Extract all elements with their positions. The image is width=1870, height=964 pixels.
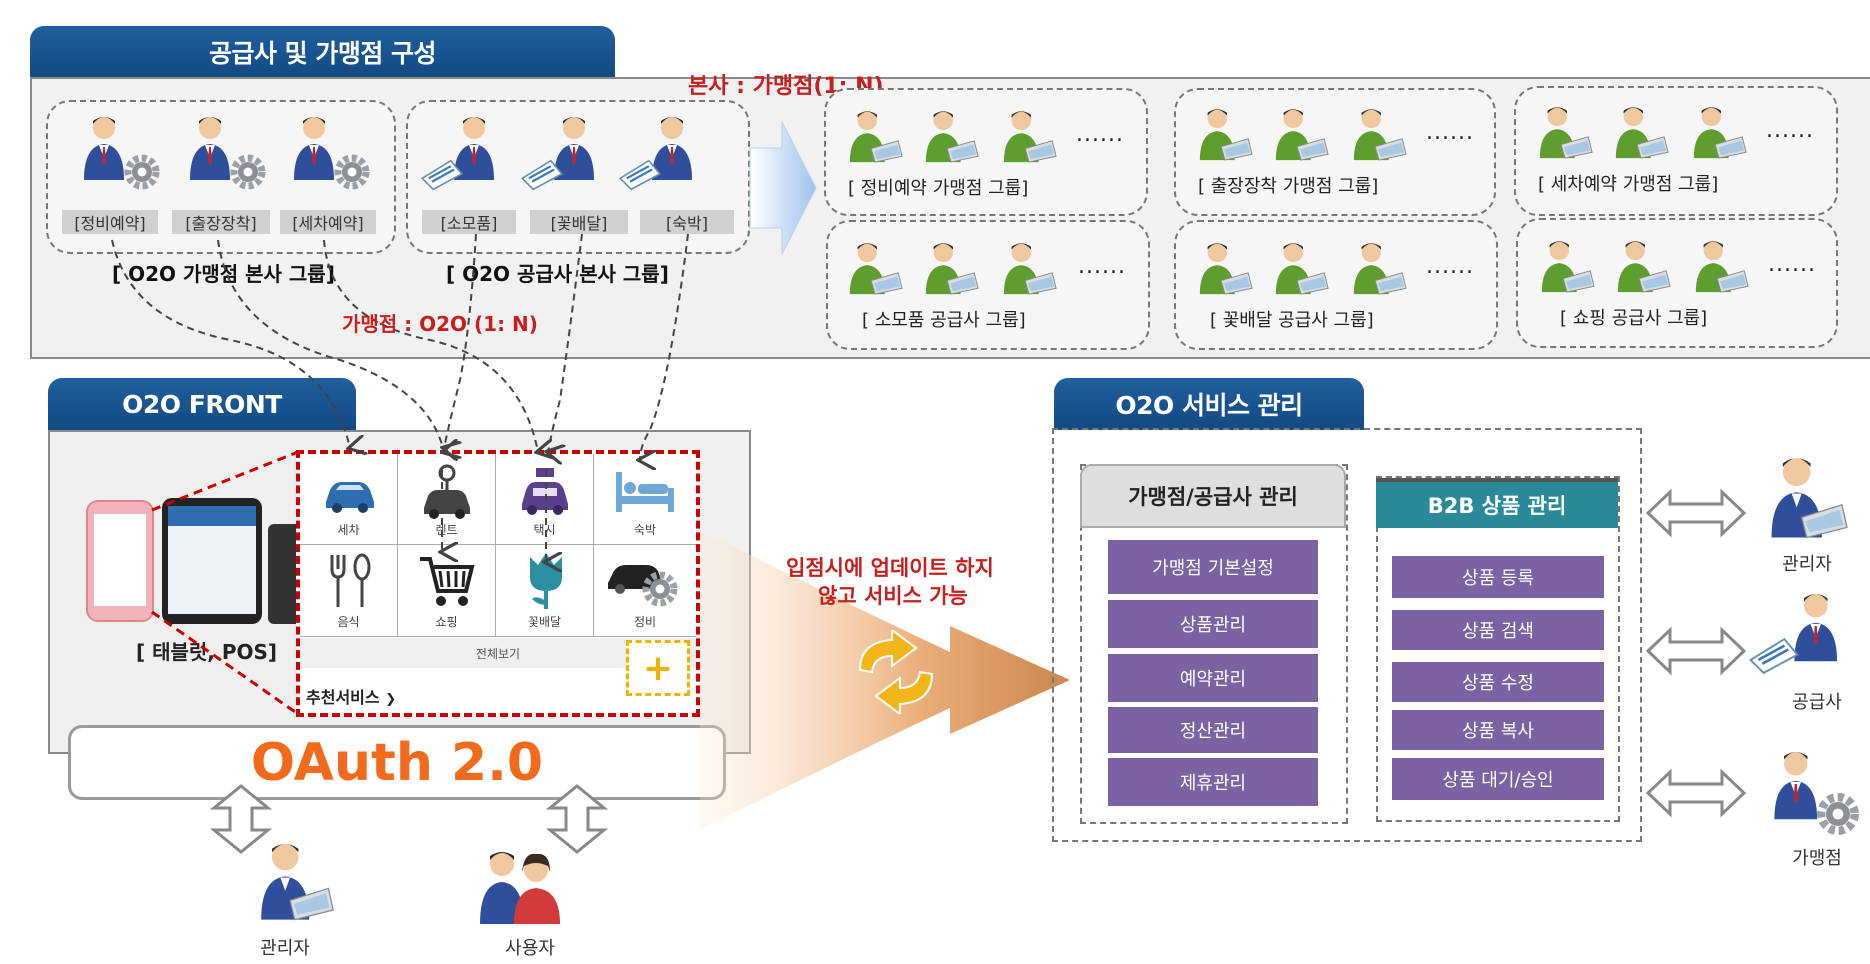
plus-button[interactable]: +	[626, 640, 690, 696]
grid-cell-repair[interactable]: 정비	[594, 545, 696, 637]
cart-icon	[420, 557, 475, 606]
group-label: [ 정비예약 가맹점 그룹]	[848, 178, 1029, 199]
category-label: [세차예약]	[280, 210, 376, 234]
actor-admin-label: 관리자	[1782, 554, 1832, 575]
grid-cell-flower[interactable]: 꽃배달	[496, 545, 594, 637]
menu-product-search[interactable]: 상품 검색	[1392, 610, 1604, 650]
grid-cell-shop[interactable]: 쇼핑	[398, 545, 496, 637]
menu-product-edit[interactable]: 상품 수정	[1392, 662, 1604, 702]
grid-cell-stay[interactable]: 숙박	[594, 454, 696, 545]
double-arrow-icon	[1646, 488, 1746, 538]
category-label: [숙박]	[640, 210, 734, 234]
franchise-admin-title: 가맹점/공급사 관리	[1080, 464, 1346, 528]
tulip-icon	[530, 553, 562, 609]
category-label: [소모품]	[422, 210, 516, 234]
bottom-user-label: 사용자	[505, 938, 555, 959]
menu-product-register[interactable]: 상품 등록	[1392, 556, 1604, 598]
phone-device	[86, 500, 154, 622]
group-label: [ 세차예약 가맹점 그룹]	[1538, 174, 1719, 195]
bed-icon	[616, 472, 674, 512]
more-dots: ......	[1076, 122, 1124, 147]
grid-cell-rent[interactable]: 렌트	[398, 454, 496, 545]
users-icon	[480, 852, 560, 924]
actor-franchise-label: 가맹점	[1792, 848, 1842, 869]
more-dots: ......	[1426, 254, 1474, 279]
group-label: [ 소모품 공급사 그룹]	[862, 310, 1026, 331]
chevron-right-icon: ❯	[385, 692, 397, 707]
group-label: [ 꽃배달 공급사 그룹]	[1210, 310, 1374, 331]
oauth-bar: OAuth 2.0	[68, 725, 726, 800]
car-gear-icon	[608, 565, 682, 609]
pos-device	[268, 524, 298, 624]
recommend-link[interactable]: 추천서비스 ❯	[306, 684, 396, 708]
expand-arrow-icon	[749, 121, 817, 255]
menu-reservation[interactable]: 예약관리	[1108, 654, 1318, 702]
more-dots: ......	[1426, 120, 1474, 145]
menu-product-copy[interactable]: 상품 복사	[1392, 710, 1604, 750]
car-icon	[326, 482, 374, 513]
recommend-label: 추천서비스	[306, 688, 380, 707]
supplier-hq-label: [ O2O 공급사 본사 그룹]	[446, 262, 669, 286]
device-label: [ 태블릿, POS]	[136, 640, 278, 664]
relation-franchise-o2o: 가맹점 : O2O (1: N)	[342, 312, 538, 336]
service-section-tab: O2O 서비스 관리	[1054, 378, 1364, 430]
double-arrow-icon	[1646, 768, 1746, 818]
franchise-gear-icon	[1774, 752, 1864, 842]
grid-cell-wash[interactable]: 세차	[300, 454, 398, 545]
menu-partnership[interactable]: 제휴관리	[1108, 758, 1318, 806]
menu-settlement[interactable]: 정산관리	[1108, 707, 1318, 753]
note-line-2: 않고 서비스 가능	[818, 584, 968, 608]
supplier-doc-icon	[1749, 594, 1838, 675]
note-line-1: 입점시에 업데이트 하지	[786, 556, 994, 580]
flow-fan	[700, 530, 1070, 830]
bottom-admin-label: 관리자	[260, 938, 310, 959]
actor-supplier-label: 공급사	[1792, 692, 1842, 713]
refresh-icon	[858, 630, 934, 714]
more-dots: ......	[1766, 118, 1814, 143]
updown-arrow-icon	[209, 784, 273, 854]
tablet-device	[162, 498, 262, 624]
category-label: [정비예약]	[62, 210, 158, 234]
grid-cell-food[interactable]: 음식	[300, 545, 398, 637]
more-dots: ......	[1078, 254, 1126, 279]
fork-spoon-icon	[330, 553, 371, 607]
more-dots: ......	[1768, 252, 1816, 277]
group-label: [ 쇼핑 공급사 그룹]	[1560, 308, 1708, 329]
category-label: [출장장착]	[172, 210, 270, 234]
group-label: [ 출장장착 가맹점 그룹]	[1198, 176, 1379, 197]
top-section-tab: 공급사 및 가맹점 구성	[30, 26, 615, 78]
category-label: [꽃배달]	[530, 210, 628, 234]
menu-franchise-basic[interactable]: 가맹점 기본설정	[1108, 540, 1318, 594]
updown-arrow-icon	[545, 784, 609, 854]
menu-product-approve[interactable]: 상품 대기/승인	[1392, 758, 1604, 800]
admin-laptop-icon	[1770, 457, 1848, 539]
car-key-icon	[424, 464, 470, 519]
menu-product[interactable]: 상품관리	[1108, 600, 1318, 648]
b2b-product-title: B2B 상품 관리	[1376, 478, 1618, 528]
double-arrow-icon	[1646, 626, 1746, 676]
service-panel	[1052, 428, 1642, 842]
front-section-tab: O2O FRONT	[48, 378, 356, 430]
